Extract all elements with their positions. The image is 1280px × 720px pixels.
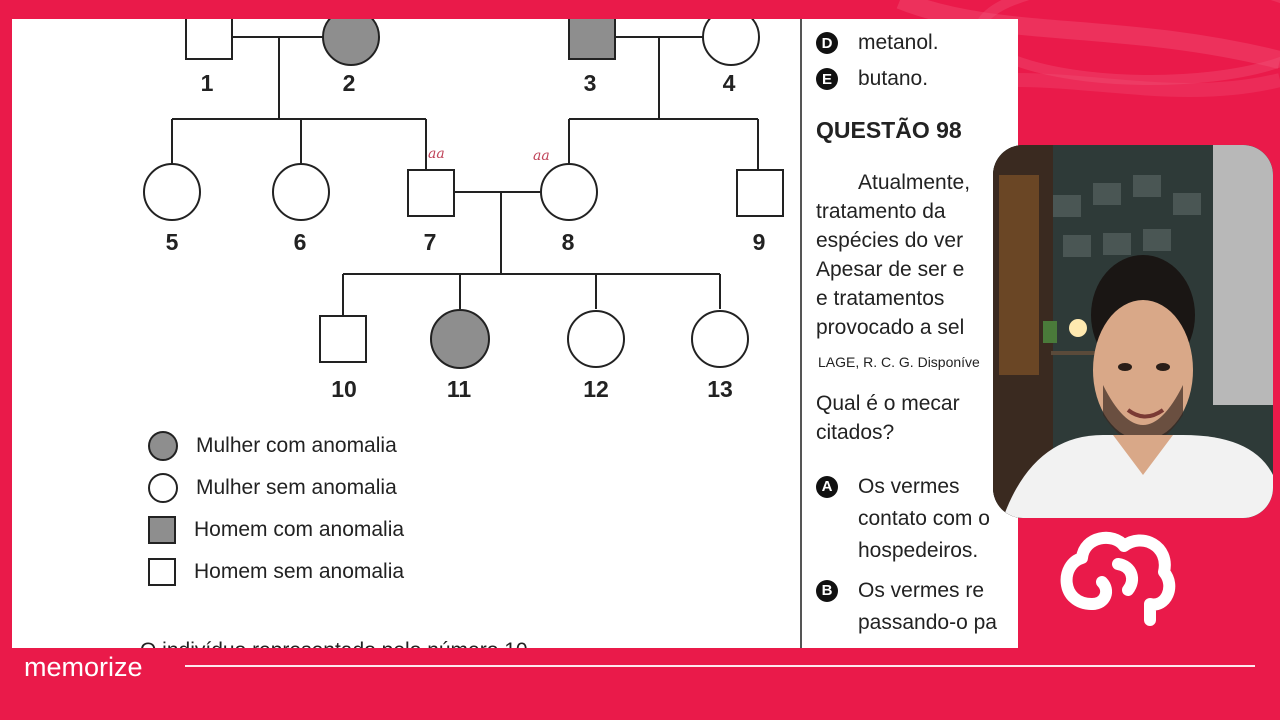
- prompt-line: Qual é o mecar: [816, 392, 960, 415]
- option-line: Os vermes re: [858, 579, 985, 602]
- individual-7-male: [407, 169, 455, 217]
- paragraph-line: tratamento da: [816, 200, 946, 223]
- brand-name: memorize: [24, 652, 143, 682]
- label-6: 6: [294, 229, 307, 255]
- label-12: 12: [583, 376, 609, 402]
- option-d[interactable]: D metanol.: [816, 31, 939, 55]
- webcam-overlay: [993, 145, 1273, 518]
- label-13: 13: [707, 376, 733, 402]
- brain-logo-icon: [1060, 532, 1176, 626]
- label-3: 3: [584, 70, 597, 96]
- option-text: metanol.: [858, 31, 939, 54]
- option-line: Os vermes: [858, 475, 960, 498]
- label-2: 2: [343, 70, 356, 96]
- question-paragraph: Atualmente, tratamento da espécies do ve…: [816, 168, 970, 342]
- label-8: 8: [562, 229, 575, 255]
- label-9: 9: [753, 229, 766, 255]
- exam-page: 1 2 3 4 5 6 7 8 9 10 11 12 13 aa aa Mulh…: [12, 19, 1018, 648]
- paragraph-line: provocado a sel: [816, 316, 965, 339]
- label-4: 4: [723, 70, 736, 96]
- individual-11-female-affected: [430, 309, 490, 369]
- paragraph-line: Atualmente,: [858, 171, 971, 194]
- individual-2-female-affected: [322, 19, 380, 66]
- option-letter-badge: E: [816, 68, 838, 90]
- paragraph-line: e tratamentos: [816, 287, 945, 310]
- individual-10-male: [319, 315, 367, 363]
- source-citation: LAGE, R. C. G. Disponíve: [818, 354, 980, 370]
- individual-8-female: [540, 163, 598, 221]
- option-text: butano.: [858, 67, 929, 90]
- option-letter-badge: D: [816, 32, 838, 54]
- option-a[interactable]: A Os vermes contato com o hospedeiros.: [816, 472, 990, 565]
- legend-symbol-square-empty: [148, 558, 176, 586]
- option-line: passando-o pa: [858, 611, 997, 634]
- label-1: 1: [201, 70, 214, 96]
- cutoff-text: O indivíduo representado pelo número 10 …: [140, 639, 551, 648]
- footer-bar: [0, 649, 1280, 720]
- presenter-video: [993, 145, 1273, 518]
- right-column: D metanol. E butano. QUESTÃO 98 Atualmen…: [816, 19, 1018, 648]
- legend-label: Mulher com anomalia: [196, 434, 397, 457]
- annotation-aa-7: aa: [428, 146, 445, 162]
- individual-4-female: [702, 19, 760, 66]
- legend-label: Homem com anomalia: [194, 518, 405, 541]
- individual-13-female: [691, 310, 749, 368]
- individual-12-female: [567, 310, 625, 368]
- progress-line: [185, 665, 1255, 667]
- label-5: 5: [166, 229, 179, 255]
- question-title: QUESTÃO 98: [816, 117, 962, 143]
- legend-item-affected-female: Mulher com anomalia: [148, 429, 397, 463]
- question-prompt: Qual é o mecar citados?: [816, 389, 960, 447]
- individual-6-female: [272, 163, 330, 221]
- individual-3-male-affected: [568, 19, 616, 60]
- legend-label: Mulher sem anomalia: [196, 476, 397, 499]
- pedigree-chart: 1 2 3 4 5 6 7 8 9 10 11 12 13 aa aa: [143, 19, 784, 402]
- label-10: 10: [331, 376, 357, 402]
- legend-symbol-square-filled: [148, 516, 176, 544]
- legend-item-unaffected-female: Mulher sem anomalia: [148, 471, 397, 505]
- legend-item-unaffected-male: Homem sem anomalia: [148, 555, 404, 589]
- legend-item-affected-male: Homem com anomalia: [148, 513, 404, 547]
- option-b[interactable]: B Os vermes re passando-o pa: [816, 576, 997, 637]
- prompt-line: citados?: [816, 421, 895, 444]
- paragraph-line: espécies do ver: [816, 229, 964, 252]
- individual-9-male: [736, 169, 784, 217]
- option-line: contato com o: [858, 507, 990, 530]
- legend-symbol-circle-filled: [148, 431, 178, 461]
- legend-label: Homem sem anomalia: [194, 560, 405, 583]
- option-letter-badge: B: [816, 579, 838, 602]
- annotation-aa-8: aa: [533, 148, 550, 164]
- option-letter-badge: A: [816, 475, 838, 498]
- individual-5-female: [143, 163, 201, 221]
- option-line: hospedeiros.: [858, 539, 979, 562]
- legend-symbol-circle-empty: [148, 473, 178, 503]
- option-e[interactable]: E butano.: [816, 67, 928, 91]
- paragraph-line: Apesar de ser e: [816, 258, 965, 281]
- individual-1-male: [185, 19, 233, 60]
- label-7: 7: [424, 229, 437, 255]
- column-divider: [800, 19, 802, 648]
- label-11: 11: [447, 376, 472, 402]
